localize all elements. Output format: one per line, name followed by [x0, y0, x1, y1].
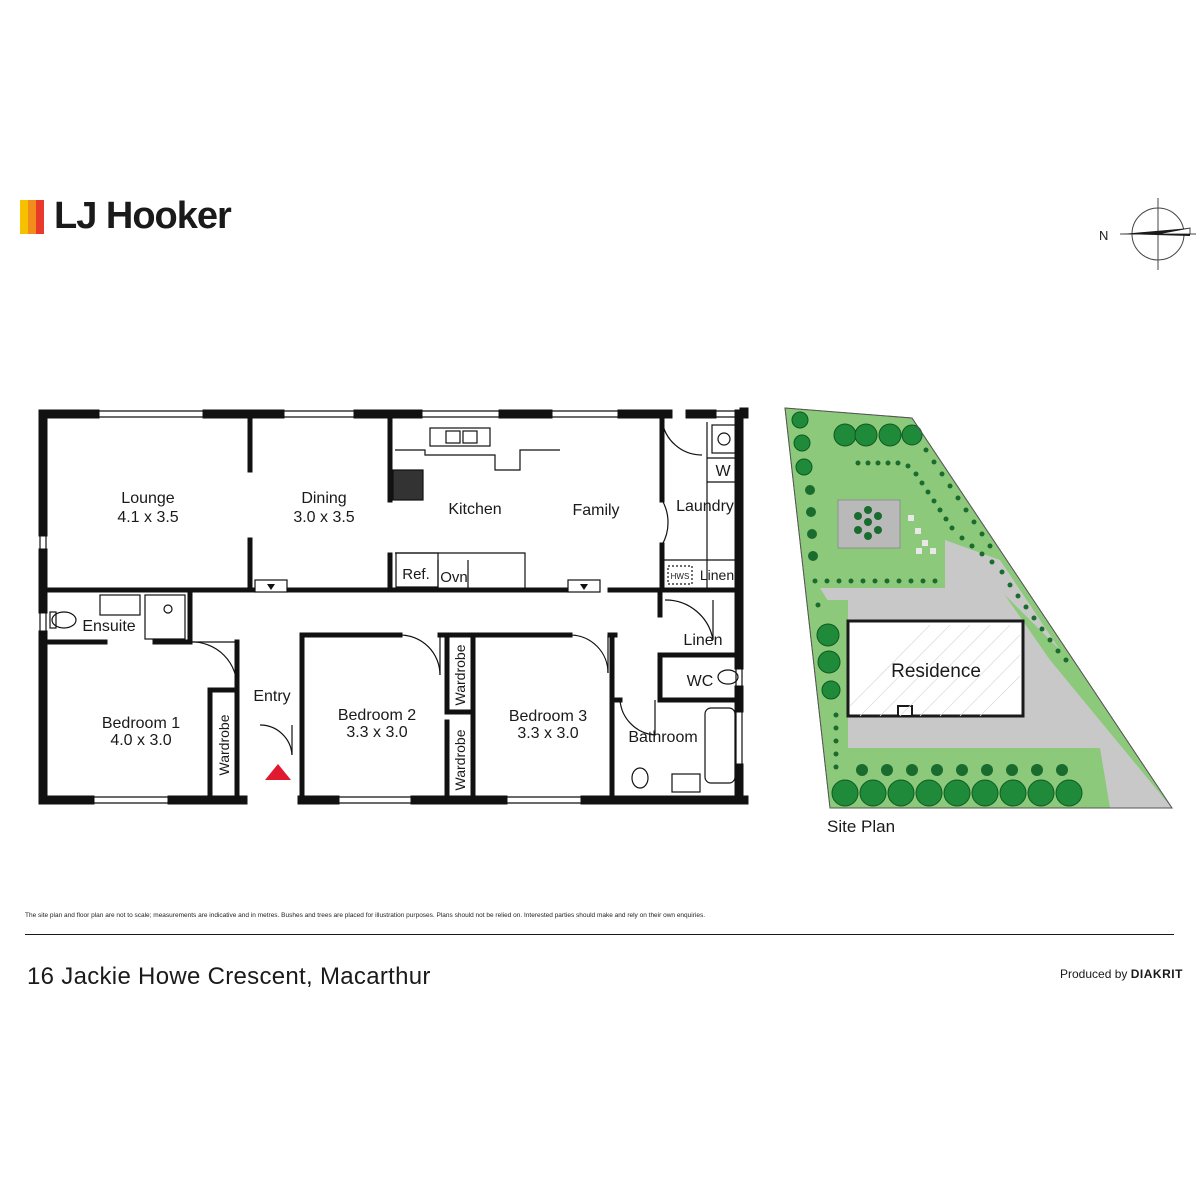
room-kitchen-label: Kitchen	[448, 501, 501, 518]
brand-bar-orange	[28, 199, 36, 234]
room-entry-label: Entry	[253, 688, 290, 705]
site-plan-title: Site Plan	[827, 817, 896, 836]
north-compass-icon: N	[1120, 198, 1196, 270]
produced-by-brand: DIAKRIT	[1130, 967, 1183, 981]
north-label: N	[1099, 228, 1109, 243]
brand-name: LJ Hooker	[54, 195, 232, 237]
laundry-washer-label: W	[715, 463, 731, 480]
brand-logo: LJ Hooker	[20, 195, 232, 238]
room-bathroom-label: Bathroom	[628, 729, 697, 746]
room-dining-size: 3.0 x 3.5	[293, 509, 354, 526]
room-family-label: Family	[572, 502, 619, 519]
room-bedroom3-size: 3.3 x 3.0	[517, 725, 578, 742]
hws-label: HWS	[671, 572, 690, 581]
room-linen-hall-label: Linen	[683, 632, 722, 649]
floor-plan-labels: Lounge 4.1 x 3.5 Dining 3.0 x 3.5 Kitche…	[82, 463, 734, 790]
disclaimer-text: The site plan and floor plan are not to …	[25, 912, 705, 919]
wardrobe-bedroom1-label: Wardrobe	[216, 714, 232, 775]
footer-divider	[25, 934, 1174, 935]
entry-arrow-icon	[265, 764, 291, 780]
property-address: 16 Jackie Howe Crescent, Macarthur	[27, 963, 431, 990]
wardrobe-bedroom2-lower-label: Wardrobe	[452, 729, 468, 790]
oven-label: Ovn	[440, 569, 468, 586]
brand-bar-red	[36, 199, 44, 234]
room-lounge-size: 4.1 x 3.5	[117, 509, 178, 526]
room-lounge-label: Lounge	[121, 490, 174, 507]
room-bedroom2-label: Bedroom 2	[338, 707, 416, 724]
room-ensuite-label: Ensuite	[82, 618, 135, 635]
site-plan: Residence	[784, 407, 1173, 809]
brand-mark-icon	[20, 199, 44, 234]
room-bedroom3-label: Bedroom 3	[509, 708, 587, 725]
floor-plan	[38, 407, 749, 805]
room-laundry-label: Laundry	[676, 498, 734, 515]
room-bedroom1-size: 4.0 x 3.0	[110, 732, 171, 749]
residence-label: Residence	[891, 661, 981, 682]
brand-bar-yellow	[20, 199, 28, 234]
room-bedroom1-label: Bedroom 1	[102, 715, 180, 732]
room-linen-laundry-label: Linen	[700, 567, 734, 583]
room-wc-label: WC	[687, 673, 714, 690]
wardrobe-bedroom2-upper-label: Wardrobe	[452, 644, 468, 705]
room-bedroom2-size: 3.3 x 3.0	[346, 724, 407, 741]
produced-by-prefix: Produced by	[1060, 967, 1128, 981]
fridge-label: Ref.	[402, 566, 430, 583]
produced-by: Produced by DIAKRIT	[1060, 967, 1183, 981]
room-dining-label: Dining	[301, 490, 346, 507]
